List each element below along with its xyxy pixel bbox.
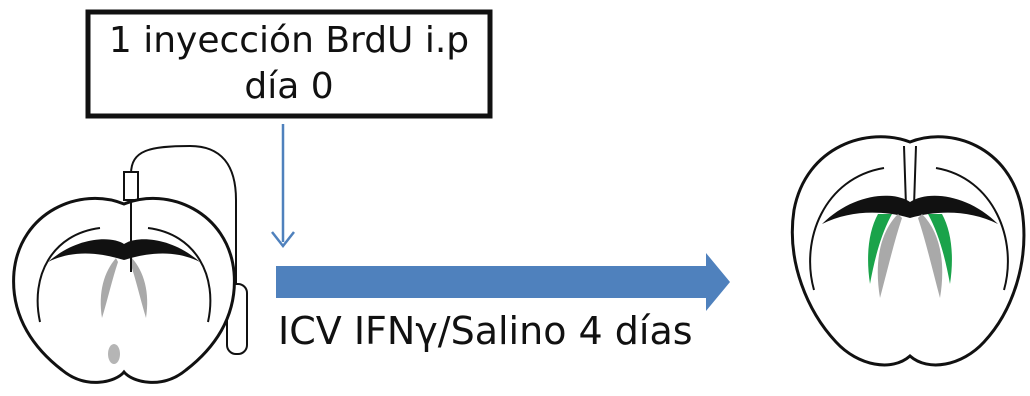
cannula-holder	[123, 171, 139, 201]
treatment-label: ICV IFNγ/Salino 4 días	[278, 309, 693, 353]
left-ventricle-left	[100, 258, 118, 318]
right-ventricle-left	[877, 214, 902, 298]
right-brain-section	[790, 135, 1026, 367]
left-brain-outline	[12, 196, 236, 384]
right-brain-midline	[903, 145, 917, 207]
injection-box-line2: día 0	[244, 66, 333, 107]
left-ventricle-right	[130, 258, 148, 318]
right-brain-inner-line	[809, 167, 1009, 291]
right-ventricle-left-green	[868, 214, 892, 284]
left-corpus-callosum	[48, 239, 200, 262]
left-third-ventricle	[108, 344, 120, 364]
right-brain-outline	[790, 135, 1026, 367]
injection-arrow	[271, 124, 295, 249]
injection-box-frame	[85, 9, 493, 119]
injection-box-line1: 1 inyección BrdU i.p	[109, 20, 469, 61]
right-corpus-callosum	[822, 195, 998, 224]
left-brain-inner-line	[36, 227, 212, 323]
cannula-tubing	[130, 144, 237, 288]
right-ventricle-right	[918, 214, 943, 298]
right-ventricle-right-green	[928, 214, 952, 284]
left-brain-section	[12, 144, 248, 384]
treatment-arrow	[276, 253, 730, 311]
injection-box: 1 inyección BrdU i.p día 0	[85, 9, 493, 119]
